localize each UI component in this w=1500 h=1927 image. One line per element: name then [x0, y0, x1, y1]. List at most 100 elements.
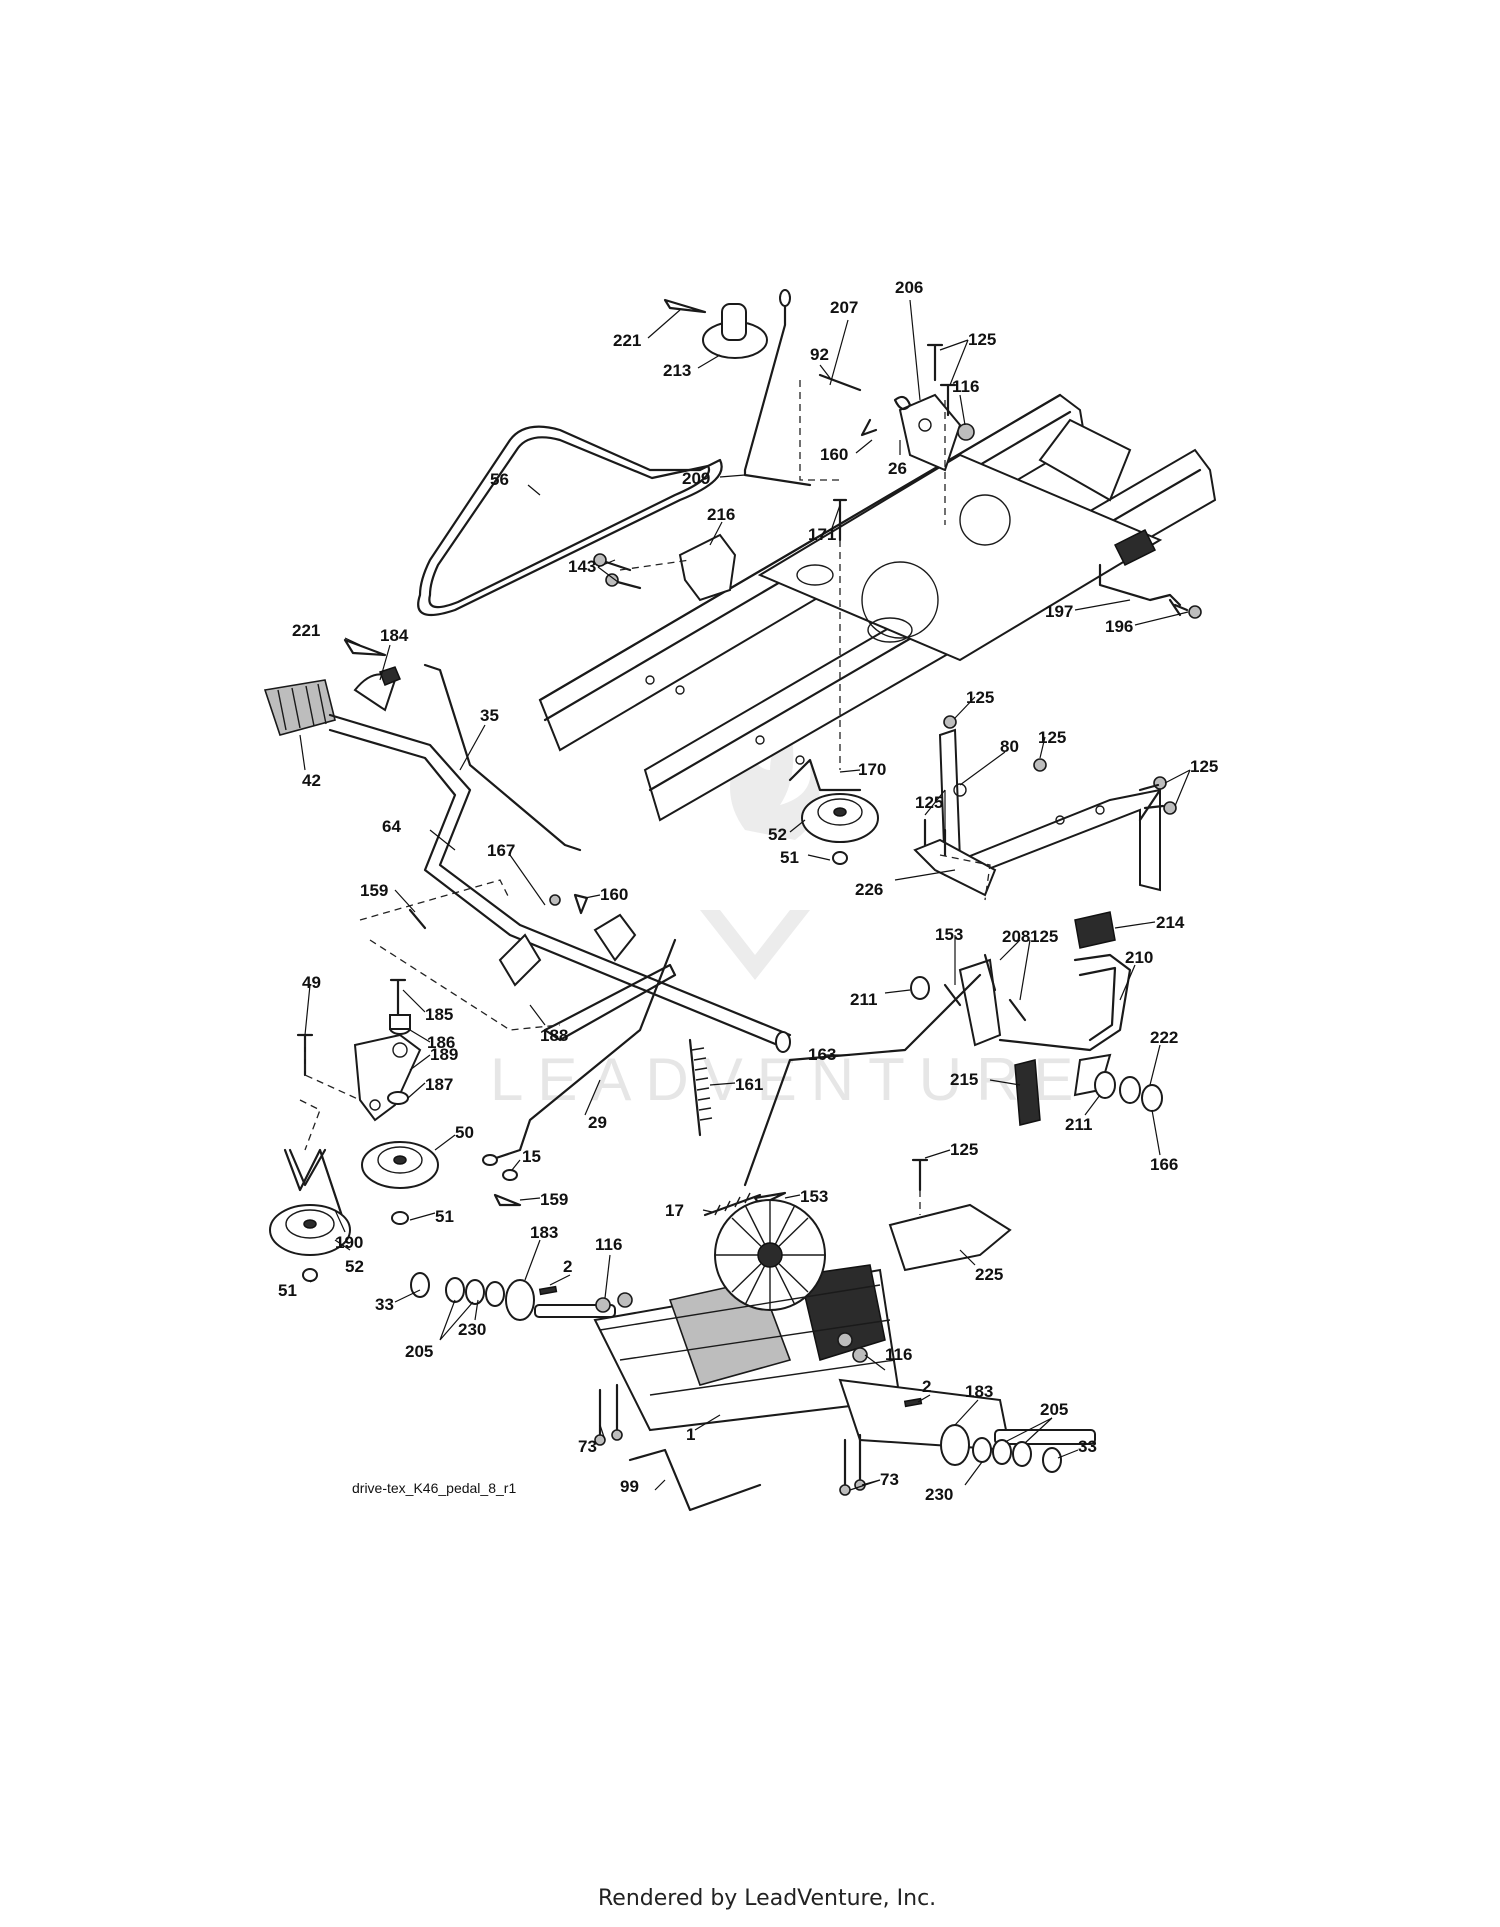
clip-221-top [663, 298, 707, 314]
bracket-216 [593, 533, 737, 602]
callout-183: 183 [530, 1223, 558, 1242]
bolts-125-bracket [943, 715, 1177, 815]
chassis-frame [538, 393, 1217, 822]
callout-125: 125 [1030, 927, 1058, 946]
pad-214 [1074, 911, 1116, 949]
callout-29: 29 [588, 1113, 607, 1132]
callout-125: 125 [915, 793, 943, 812]
callout-215: 215 [950, 1070, 978, 1089]
callout-209: 209 [682, 469, 710, 488]
callout-2: 2 [922, 1377, 931, 1396]
nut-51-right [832, 851, 848, 865]
bracket-225 [888, 1203, 1012, 1272]
callout-225: 225 [975, 1265, 1003, 1284]
bolt-196 [1173, 603, 1202, 619]
cover-215 [1014, 1059, 1041, 1126]
pulley-50 [361, 1141, 439, 1189]
bolt-125-pedal [1008, 998, 1027, 1022]
callout-190: 190 [335, 1233, 363, 1252]
callout-15: 15 [522, 1147, 541, 1166]
shaft-64 [328, 713, 792, 1053]
callout-160: 160 [600, 885, 628, 904]
pin-160-left [573, 893, 589, 915]
callout-216: 216 [707, 505, 735, 524]
hardware-left-axle [410, 1272, 558, 1321]
callout-116: 116 [952, 377, 979, 396]
callout-125: 125 [966, 688, 994, 707]
belt-56 [417, 425, 723, 617]
callout-50: 50 [455, 1123, 474, 1142]
spring-161 [688, 1038, 713, 1137]
lever-209 [743, 289, 812, 487]
callout-189: 189 [430, 1045, 458, 1064]
callout-73: 73 [578, 1437, 597, 1456]
spacer-186 [389, 1014, 411, 1035]
bolts-top [818, 343, 975, 542]
callout-214: 214 [1156, 913, 1185, 932]
callout-163: 163 [808, 1045, 836, 1064]
spring-190 [283, 1148, 347, 1227]
pulley-52-right [801, 793, 879, 843]
callouts: 221 213 207 206 125 92 116 160 26 56 209… [278, 278, 1218, 1504]
washer-166 [1141, 1084, 1163, 1112]
clip-221-left [343, 638, 387, 657]
callout-184: 184 [380, 626, 409, 645]
hardware-right-axle [903, 1397, 1062, 1473]
callout-143: 143 [568, 557, 596, 576]
washer-222 [1119, 1076, 1141, 1104]
callout-187: 187 [425, 1075, 453, 1094]
callout-207: 207 [830, 298, 858, 317]
callout-183: 183 [965, 1382, 993, 1401]
callout-116: 116 [885, 1345, 912, 1364]
pin-159-bottom [493, 1193, 522, 1207]
spring-170 [788, 758, 862, 792]
bolt-185 [389, 978, 407, 1017]
transaxle-1 [534, 1199, 1096, 1452]
watermark: LEADVENTURE [490, 725, 1087, 1113]
rod-35 [423, 663, 582, 852]
callout-26: 26 [888, 459, 907, 478]
callout-159: 159 [360, 881, 388, 900]
callout-210: 210 [1125, 948, 1153, 967]
callout-230: 230 [925, 1485, 953, 1504]
hook-197 [1098, 563, 1182, 617]
arm-189 [353, 1033, 422, 1122]
callout-2: 2 [563, 1257, 572, 1276]
callout-206: 206 [895, 278, 923, 297]
callout-211: 211 [1065, 1115, 1092, 1134]
callout-99: 99 [620, 1477, 639, 1496]
pin-153-top [943, 983, 962, 1007]
callout-170: 170 [858, 760, 886, 779]
diagram-caption: drive-tex_K46_pedal_8_r1 [352, 1480, 516, 1496]
callout-42: 42 [302, 771, 321, 790]
watermark-text: LEADVENTURE [490, 1046, 1087, 1113]
callout-213: 213 [663, 361, 691, 380]
knob-213 [702, 303, 768, 359]
callout-221: 221 [292, 621, 320, 640]
callout-222: 222 [1150, 1028, 1178, 1047]
rod-99 [628, 1448, 762, 1512]
washer-211-top [910, 976, 930, 1000]
callout-49: 49 [302, 973, 321, 992]
callout-208: 208 [1002, 927, 1030, 946]
nut-51-left [302, 1268, 318, 1282]
pulley-52-left [269, 1204, 351, 1256]
callout-64: 64 [382, 817, 401, 836]
callout-52: 52 [768, 825, 787, 844]
callout-125: 125 [1190, 757, 1218, 776]
callout-116: 116 [595, 1235, 622, 1254]
callout-171: 171 [808, 525, 836, 544]
callout-1: 1 [686, 1425, 695, 1444]
callout-51: 51 [780, 848, 799, 867]
callout-56: 56 [490, 470, 509, 489]
cap-184 [353, 666, 401, 712]
callout-52: 52 [345, 1257, 364, 1276]
plate-226 [913, 818, 997, 897]
callout-33: 33 [375, 1295, 394, 1314]
callout-153: 153 [800, 1187, 828, 1206]
callout-51: 51 [278, 1281, 297, 1300]
callout-33: 33 [1078, 1437, 1097, 1456]
callout-17: 17 [665, 1201, 684, 1220]
spring-17 [703, 1192, 762, 1217]
